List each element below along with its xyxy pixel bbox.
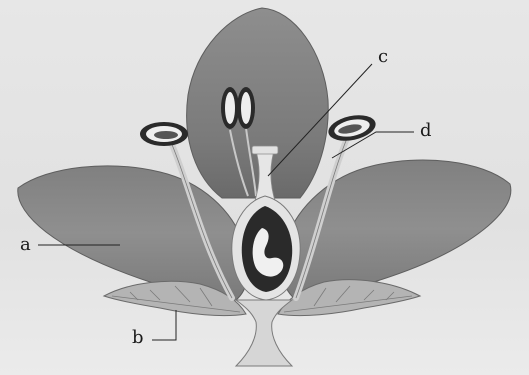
label-b: b	[132, 329, 144, 347]
stigma	[252, 146, 278, 154]
label-a: a	[20, 236, 31, 254]
label-d: d	[420, 122, 432, 140]
label-c: c	[378, 48, 388, 66]
left-anther	[140, 122, 188, 146]
